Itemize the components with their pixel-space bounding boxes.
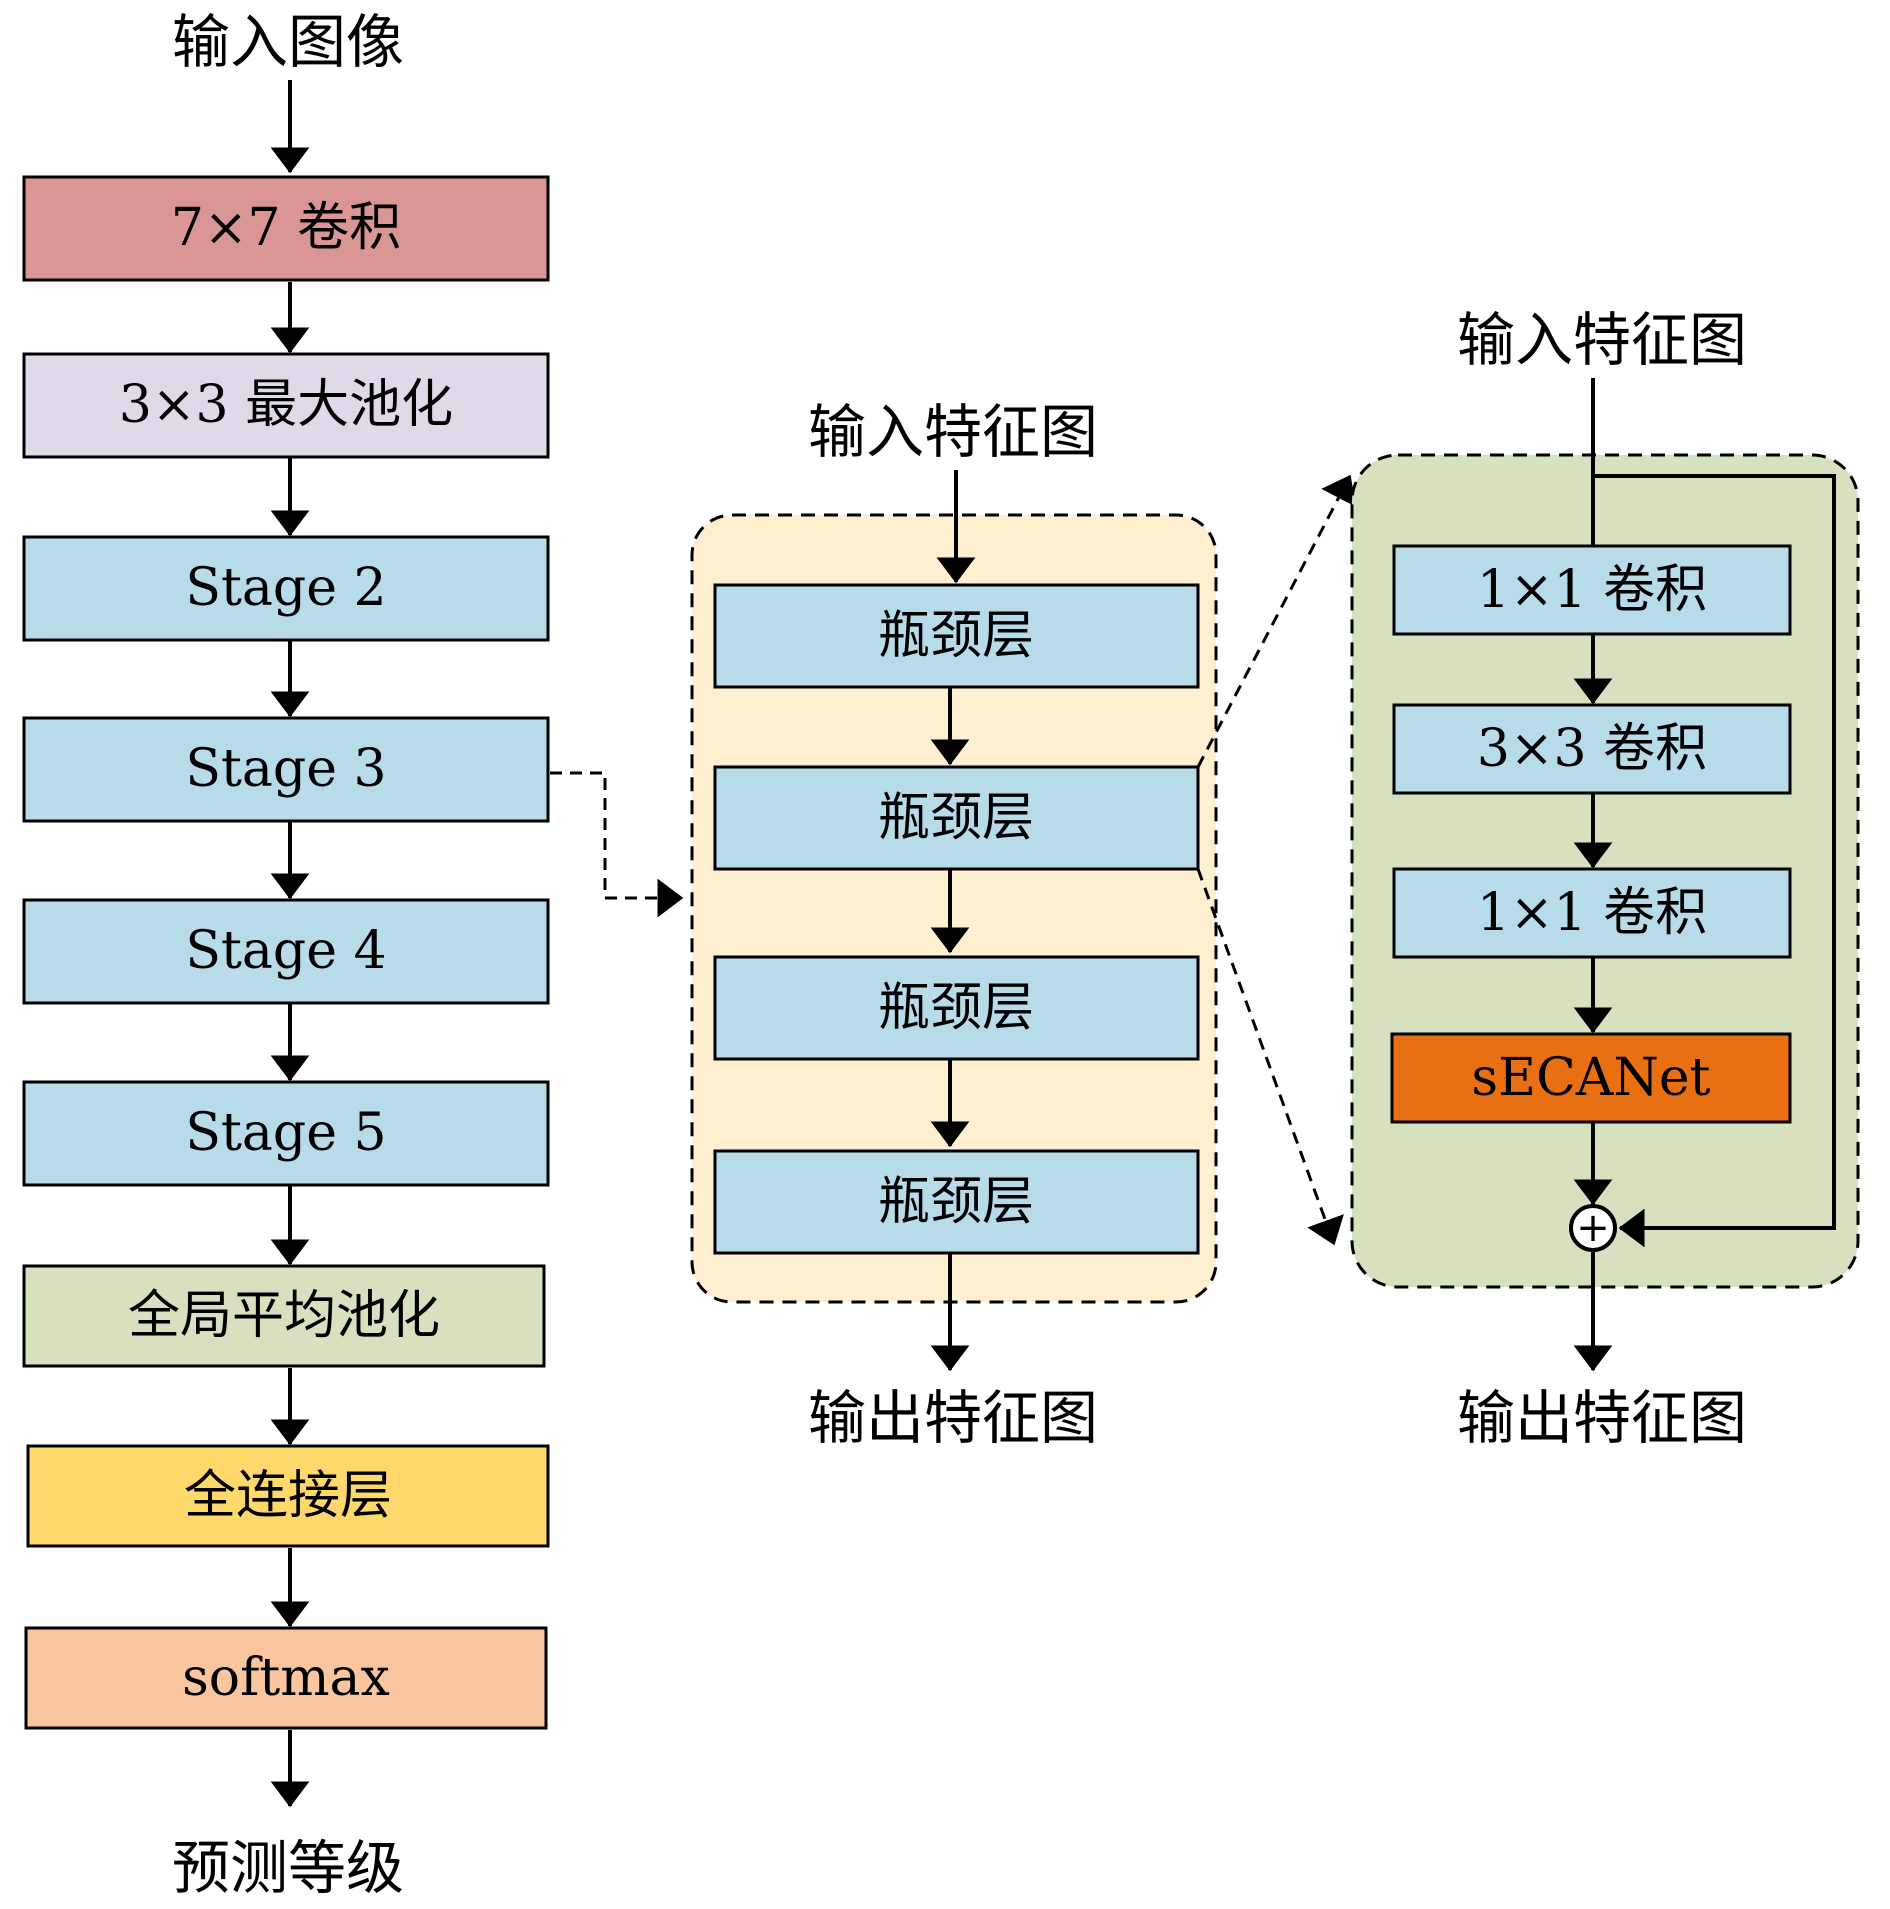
bottleneck-output-label: 输出特征图 xyxy=(1457,1384,1747,1452)
add-circle xyxy=(1569,1204,1617,1252)
add-symbol: + xyxy=(1576,1205,1610,1251)
backbone-blocks: 7×7 卷积 3×3 最大池化 Stage 2 Stage 3 Stage 4 … xyxy=(22,175,550,1730)
backbone-block-fc: 全连接层 xyxy=(26,1444,550,1548)
stage-blocks: 瓶颈层 瓶颈层 瓶颈层 瓶颈层 xyxy=(713,583,1200,1255)
backbone-block-stage4: Stage 4 xyxy=(22,898,550,1005)
backbone-block-label: 全连接层 xyxy=(184,1466,392,1526)
residual-skip-connection xyxy=(1593,474,1836,1248)
bottleneck-block: 瓶颈层 xyxy=(713,1149,1200,1255)
conv1x1-label: 1×1 卷积 xyxy=(1477,560,1707,620)
stage-input-label: 输入特征图 xyxy=(808,398,1098,466)
stage-arrows xyxy=(930,470,976,1372)
backbone-block-label: softmax xyxy=(182,1648,390,1708)
secanet-block: sECANet xyxy=(1390,1032,1792,1124)
backbone-block-conv7: 7×7 卷积 xyxy=(22,175,550,282)
conv1x1b-label: 1×1 卷积 xyxy=(1477,883,1707,943)
backbone-block-label: Stage 5 xyxy=(185,1103,386,1163)
backbone-block-stage2: Stage 2 xyxy=(22,535,550,642)
bottleneck-block-label: 瓶颈层 xyxy=(878,606,1034,666)
bottleneck-detail-blocks: 1×1 卷积 3×3 卷积 1×1 卷积 sECANet xyxy=(1390,544,1792,1124)
add-operator: + xyxy=(1569,1204,1617,1252)
backbone-block-maxpool: 3×3 最大池化 xyxy=(22,352,550,459)
backbone-input-label: 输入图像 xyxy=(172,8,404,76)
stage-container xyxy=(690,513,1218,1304)
secanet-label: sECANet xyxy=(1471,1048,1710,1108)
backbone-block-softmax: softmax xyxy=(24,1626,548,1730)
conv3x3-block: 3×3 卷积 xyxy=(1392,703,1792,795)
conv1x1b-block: 1×1 卷积 xyxy=(1392,867,1792,959)
bottleneck-block-label: 瓶颈层 xyxy=(878,978,1034,1038)
bottleneck-block-label: 瓶颈层 xyxy=(878,788,1034,848)
backbone-block-label: Stage 2 xyxy=(185,558,386,618)
backbone-block-label: 3×3 最大池化 xyxy=(119,375,453,435)
bottleneck-block: 瓶颈层 xyxy=(713,583,1200,689)
bottleneck-block-label: 瓶颈层 xyxy=(878,1172,1034,1232)
backbone-block-stage3: Stage 3 xyxy=(22,716,550,823)
backbone-output-label: 预测等级 xyxy=(172,1834,404,1902)
bottleneck-block: 瓶颈层 xyxy=(713,765,1200,871)
stage3-expand-connector xyxy=(550,771,684,918)
stage-output-label: 输出特征图 xyxy=(808,1384,1098,1452)
backbone-block-stage5: Stage 5 xyxy=(22,1080,550,1187)
backbone-block-label: Stage 3 xyxy=(185,739,386,799)
bottleneck-block: 瓶颈层 xyxy=(713,955,1200,1061)
bottleneck-input-label: 输入特征图 xyxy=(1457,306,1747,374)
conv3x3-label: 3×3 卷积 xyxy=(1477,719,1707,779)
backbone-block-label: Stage 4 xyxy=(185,921,386,981)
bottleneck-expand-connector-top xyxy=(1196,474,1356,768)
backbone-block-label: 7×7 卷积 xyxy=(171,198,401,258)
bottleneck-expand-connector-bottom xyxy=(1196,868,1344,1246)
conv1x1-block: 1×1 卷积 xyxy=(1392,544,1792,636)
backbone-block-label: 全局平均池化 xyxy=(128,1286,440,1346)
backbone-block-gap: 全局平均池化 xyxy=(22,1264,546,1368)
